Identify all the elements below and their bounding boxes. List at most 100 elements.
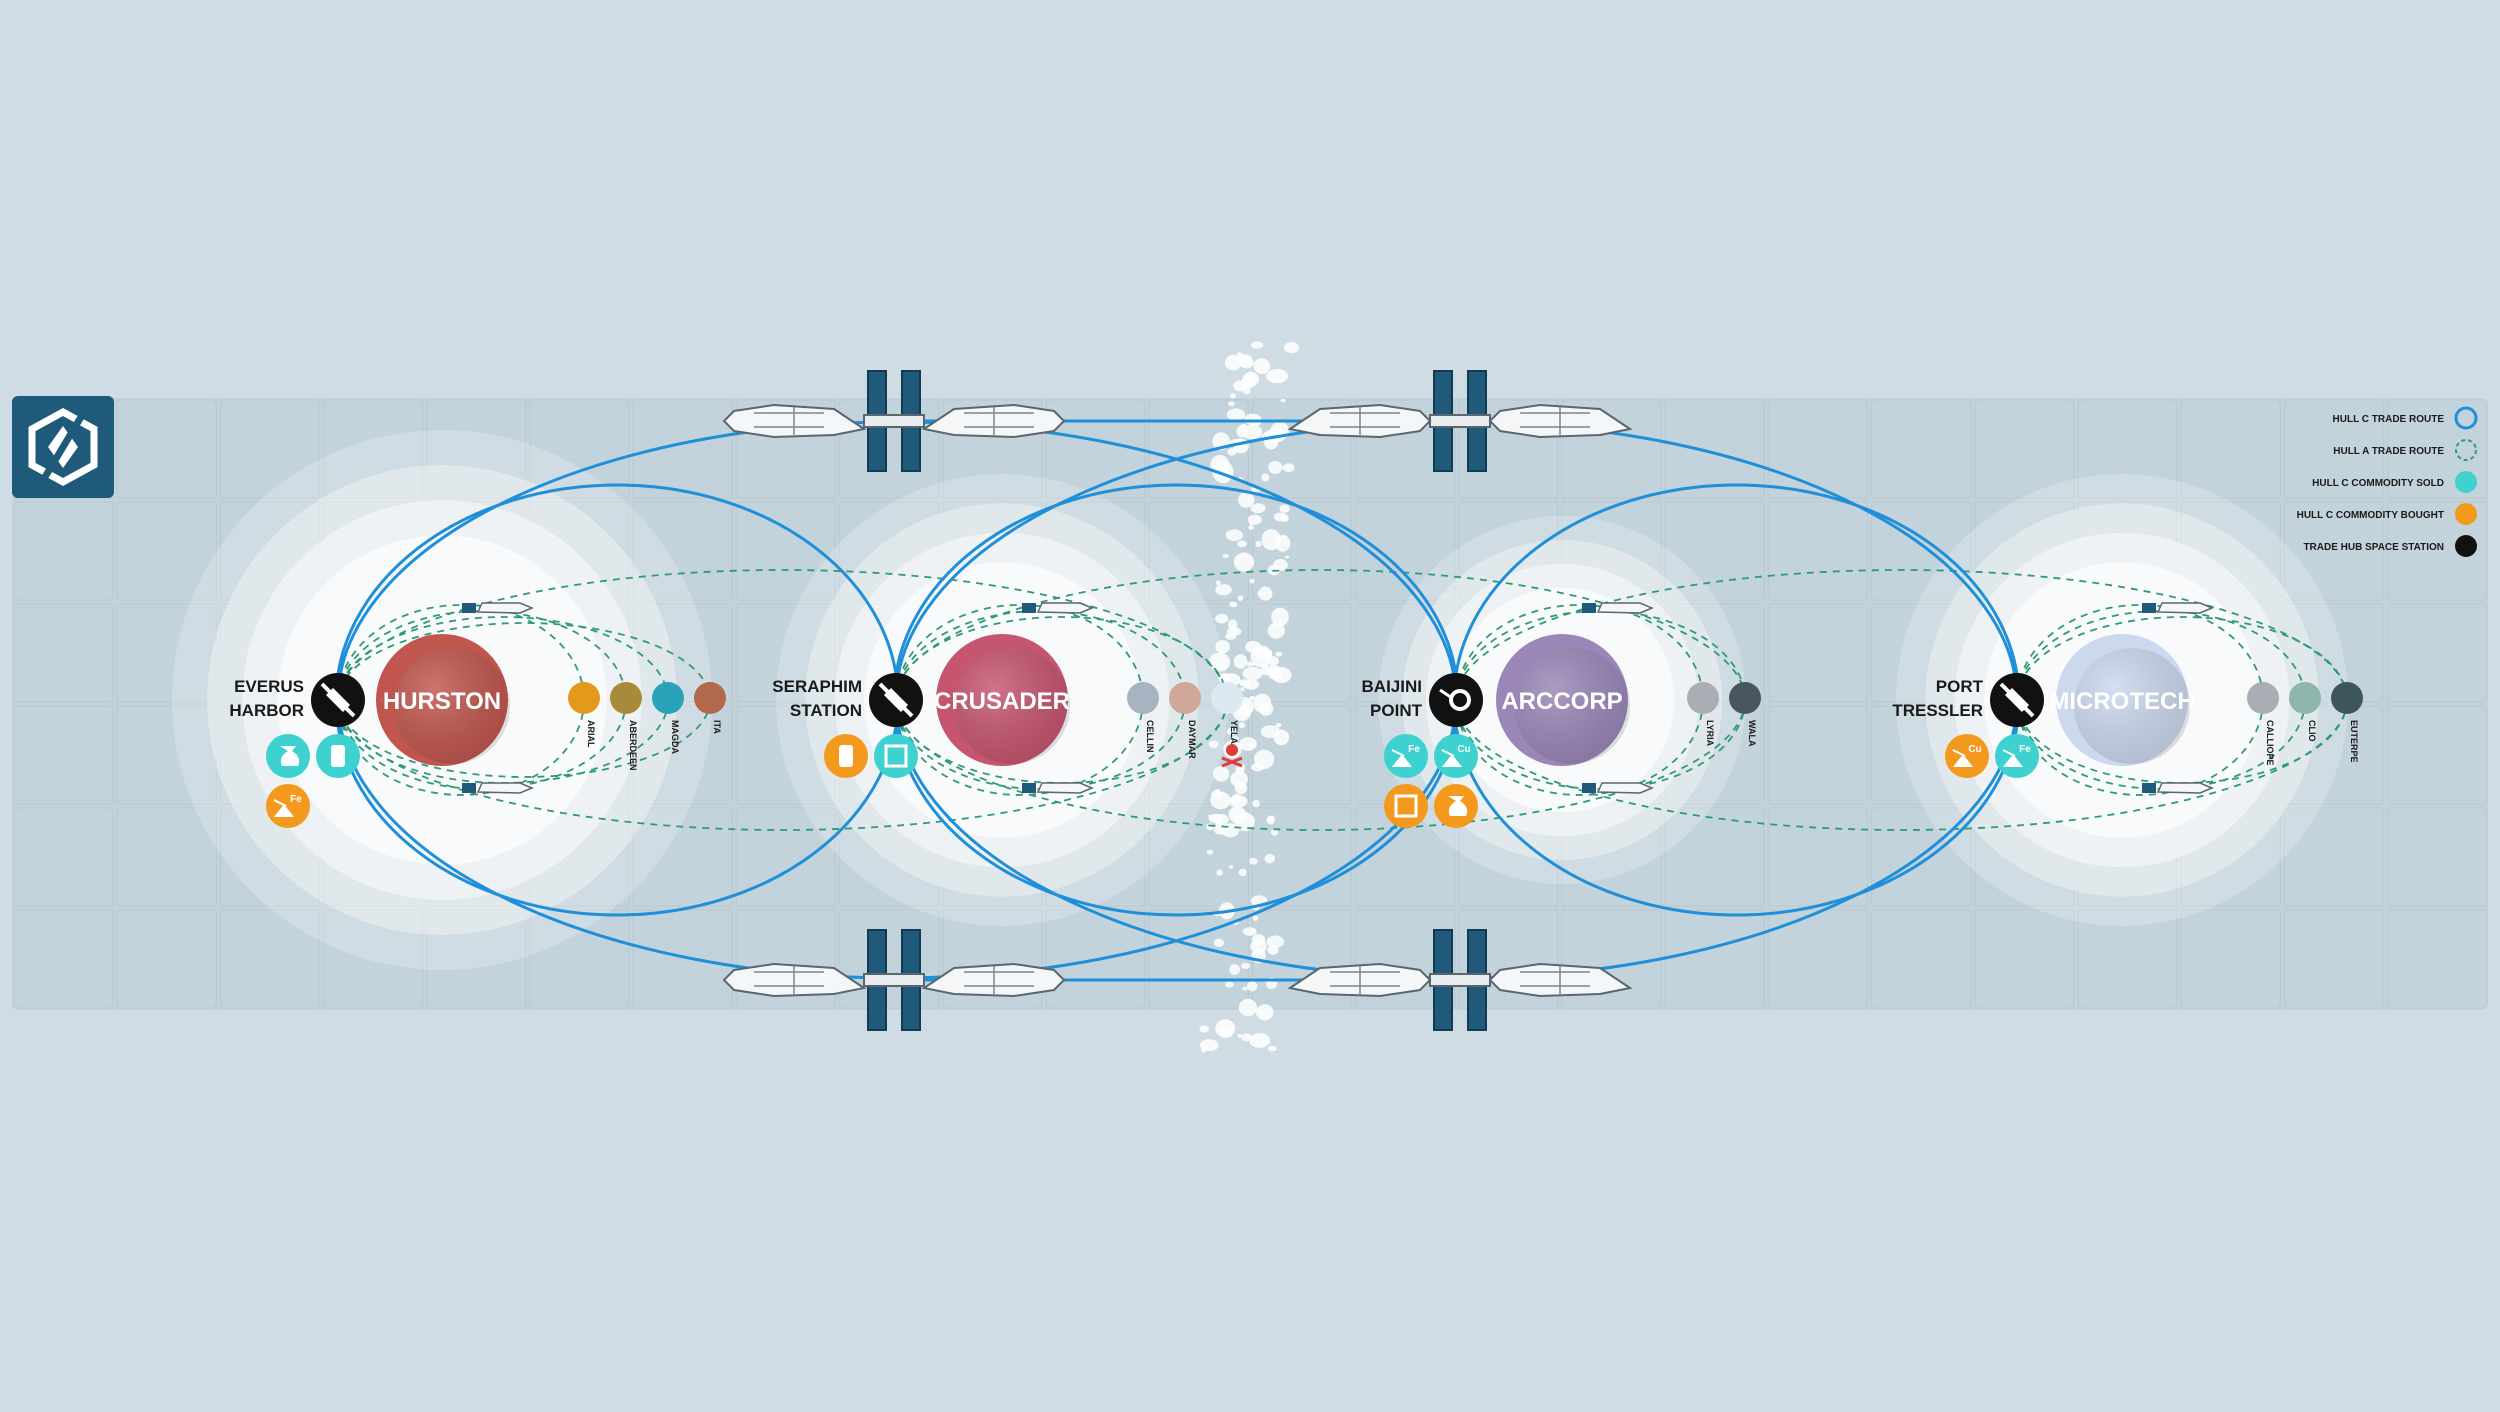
moon-name: ABERDEEN xyxy=(628,720,638,771)
asteroid xyxy=(1258,586,1273,601)
asteroid xyxy=(1227,448,1237,456)
hull-c-ship-icon xyxy=(1488,403,1633,439)
panel-tile xyxy=(529,807,630,907)
mini-panel xyxy=(2142,783,2156,793)
panel-tile xyxy=(1458,399,1559,499)
asteroid xyxy=(1215,584,1232,596)
panel-tile xyxy=(2283,807,2385,907)
panel-tile xyxy=(2283,501,2385,601)
commodity-sold-ore-icon xyxy=(1384,734,1428,778)
panel-tile xyxy=(13,501,114,601)
panel-tile xyxy=(1251,705,1353,805)
panel-tile xyxy=(735,603,837,703)
asteroid xyxy=(1250,341,1264,349)
asteroid xyxy=(1255,1004,1274,1021)
panel-tile xyxy=(2386,603,2488,703)
asteroid xyxy=(1284,555,1290,559)
sack-icon xyxy=(280,746,300,766)
panel-tile xyxy=(1870,501,1972,601)
mini-hull xyxy=(476,602,534,614)
panel-tile xyxy=(632,705,733,805)
hull-c-ship-icon xyxy=(921,403,1066,439)
asteroid xyxy=(1215,1019,1236,1038)
panel-tile xyxy=(632,399,733,499)
asteroid xyxy=(1236,352,1244,358)
commodity-sold-ore-icon xyxy=(1995,734,2039,778)
asteroid xyxy=(1238,722,1246,729)
panel-tile xyxy=(1664,807,1765,907)
mini-hull xyxy=(1036,602,1094,614)
panel-tile xyxy=(116,807,217,907)
asteroid xyxy=(1267,945,1279,955)
panel-tile xyxy=(1354,603,1456,703)
crossbones xyxy=(1221,756,1243,768)
moon-name: CLIO xyxy=(2307,720,2317,742)
ship-detail xyxy=(964,407,1034,435)
panel-tile xyxy=(1870,807,1972,907)
ore-label: Fe xyxy=(1408,744,1420,755)
panel-tile xyxy=(2386,501,2488,601)
planet-shading xyxy=(954,648,1070,764)
asteroid xyxy=(1226,408,1246,421)
ship-detail xyxy=(1330,407,1400,435)
asteroid xyxy=(1228,864,1234,869)
panel-tile xyxy=(116,909,217,1009)
station-name-line: HARBOR xyxy=(229,701,304,720)
crate-icon xyxy=(884,744,908,768)
asteroid xyxy=(1280,514,1289,523)
panel-tile xyxy=(2283,909,2385,1009)
asteroid xyxy=(1236,425,1249,438)
hull-c-ship-icon xyxy=(722,403,867,439)
asteroid xyxy=(1268,461,1283,474)
asteroid-belt xyxy=(1199,341,1300,1053)
legend-label: TRADE HUB SPACE STATION xyxy=(2303,542,2444,553)
asteroid xyxy=(1221,823,1240,838)
hull-a-ship-icon xyxy=(1022,782,1094,794)
asteroid xyxy=(1208,814,1213,818)
station-icon xyxy=(2455,535,2477,557)
panel-tile xyxy=(1148,807,1249,907)
asteroid xyxy=(1229,964,1241,975)
asteroid xyxy=(1237,595,1244,602)
commodity-sold-crate-icon xyxy=(874,734,918,778)
asteroid xyxy=(1205,823,1214,831)
hull-a-ship-icon xyxy=(1022,602,1094,614)
ring-icon xyxy=(2454,406,2478,430)
panel-tile xyxy=(1767,501,1869,601)
moon-name: YELA xyxy=(1229,720,1239,745)
asteroid xyxy=(1215,580,1221,586)
teal-commodity-icon xyxy=(2455,471,2477,493)
asteroid xyxy=(1268,665,1281,673)
hull-c-ship-icon xyxy=(921,962,1066,998)
panel-tile xyxy=(1251,501,1353,601)
asteroid xyxy=(1215,640,1230,654)
panel-tile xyxy=(838,501,940,601)
asteroid xyxy=(1222,553,1229,559)
asteroid xyxy=(1242,679,1260,690)
satellite-panel xyxy=(883,687,909,713)
ore-label: Cu xyxy=(1457,744,1470,755)
hull-c-ship-icon xyxy=(1287,403,1432,439)
panel-tile xyxy=(838,909,940,1009)
asteroid xyxy=(1241,1033,1252,1042)
moon-name: CELLIN xyxy=(1145,720,1155,753)
asteroid xyxy=(1250,503,1266,514)
panel-tile xyxy=(1974,909,2075,1009)
asteroid xyxy=(1250,939,1267,954)
legend-label: HULL C COMMODITY SOLD xyxy=(2312,478,2444,489)
panel-tile xyxy=(1354,399,1456,499)
planet-name: MICROTECH xyxy=(2049,688,2194,715)
hull-c-ship-icon xyxy=(1287,962,1432,998)
hull-a-ship-icon xyxy=(1582,782,1654,794)
panel-tile xyxy=(322,399,424,499)
skull-crossbones-icon xyxy=(1221,744,1243,768)
commodity-bought-ore-icon xyxy=(1945,734,1989,778)
crate-icon xyxy=(1394,794,1418,818)
commodity-bought-crate-icon xyxy=(1384,784,1428,828)
station-icon xyxy=(1429,673,1483,727)
asteroid xyxy=(1253,358,1271,375)
panel-tile xyxy=(116,705,217,805)
moon-lyria xyxy=(1687,682,1719,714)
